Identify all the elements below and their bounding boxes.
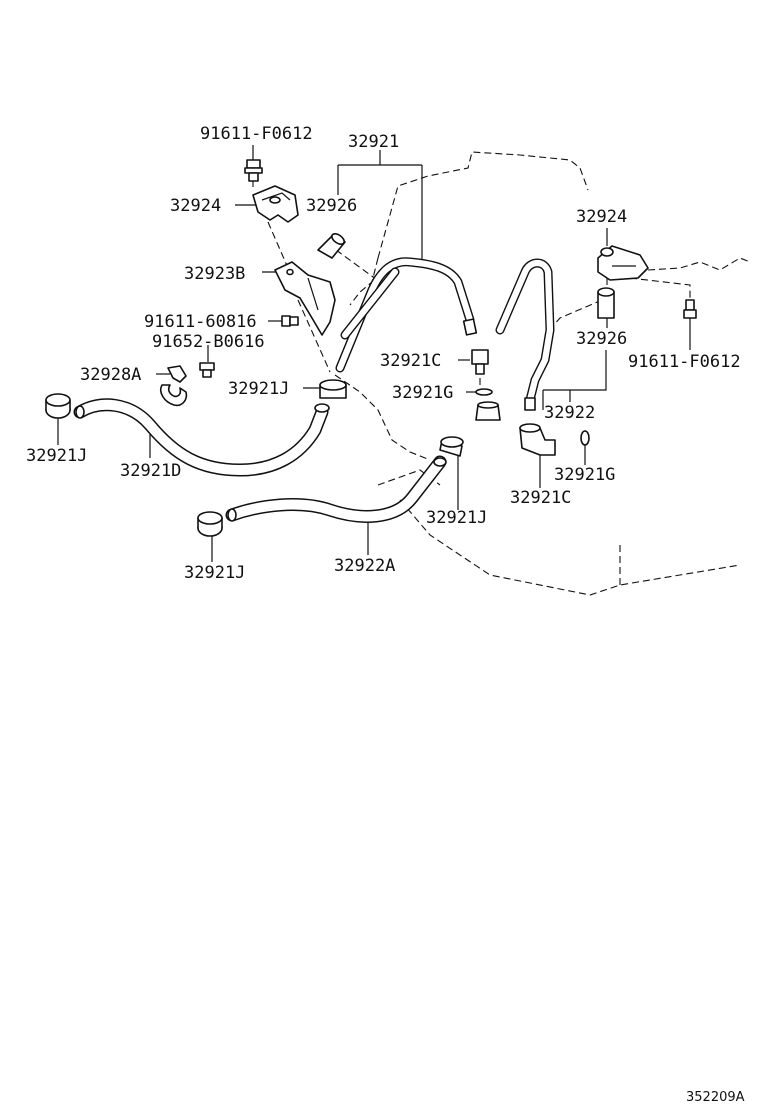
label-32921j-clip: 32921J (228, 379, 289, 399)
pipe-32921 (335, 257, 478, 373)
label-32928a: 32928A (80, 365, 141, 385)
leader-lines (57, 145, 691, 562)
part-labels: 91611-F0612 32921 32924 32926 32923B 916… (26, 124, 741, 583)
label-32924-left: 32924 (170, 196, 221, 216)
hose-32922a (225, 455, 447, 523)
clamp-32924-right (597, 245, 649, 281)
bolt-91611-60816 (281, 315, 299, 327)
label-91611-60816: 91611-60816 (144, 312, 257, 332)
bolt-91611-f0612-right (683, 299, 697, 319)
bracket-32923b (274, 261, 336, 336)
label-32921c-mid: 32921C (380, 351, 441, 371)
hose-clip-32921j-bottom (197, 511, 223, 537)
hose-clip-32921j-left (45, 393, 71, 419)
fitting-32921c-mid (471, 349, 489, 375)
label-32921c-right: 32921C (510, 488, 571, 508)
label-32926-right: 32926 (576, 329, 627, 349)
hose-32921d (73, 398, 330, 477)
label-32921g-right: 32921G (554, 465, 615, 485)
bolt-91611-f0612-top (244, 159, 263, 182)
clip-91652-b0616 (199, 362, 215, 378)
label-91611-f0612-top: 91611-F0612 (200, 124, 313, 144)
label-32921j-bottom: 32921J (184, 563, 245, 583)
label-32921d: 32921D (120, 461, 181, 481)
engine-outline (334, 151, 751, 596)
label-32924-right: 32924 (576, 207, 627, 227)
o-ring-32921g-right (580, 430, 590, 446)
label-91652-b0616: 91652-B0616 (152, 332, 265, 352)
sleeve-32926-right (597, 287, 615, 319)
label-32922a: 32922A (334, 556, 395, 576)
diagram-code: 352209A (686, 1090, 745, 1105)
port (475, 401, 501, 421)
clamp-32924-left (252, 185, 299, 223)
label-32923b: 32923B (184, 264, 245, 284)
label-32926-left: 32926 (306, 196, 357, 216)
fitting-32921c-right (519, 423, 556, 456)
label-32921j-left: 32921J (26, 446, 87, 466)
label-32921g-mid: 32921G (392, 383, 453, 403)
sleeve-32926-left (317, 233, 346, 259)
clamp-32928a (159, 365, 188, 407)
pipe-32922 (495, 258, 555, 411)
hose-clip-32921j-upper (319, 379, 347, 399)
label-32921j-mid: 32921J (426, 508, 487, 528)
label-91611-f0612-right: 91611-F0612 (628, 352, 741, 372)
hose-clip-32921j-mid (439, 436, 464, 457)
label-32922: 32922 (544, 403, 595, 423)
o-ring-32921g-mid (475, 388, 493, 396)
label-32921: 32921 (348, 132, 399, 152)
